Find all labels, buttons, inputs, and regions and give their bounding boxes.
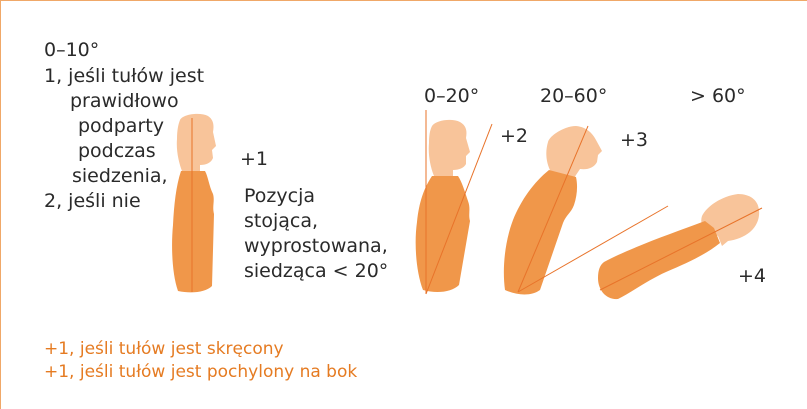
figure-1-torso (172, 171, 214, 292)
figure-upright (172, 114, 216, 292)
figure-deep-bend (598, 194, 762, 299)
figure-slight-bend (416, 110, 492, 294)
figure-2-torso (416, 176, 470, 292)
figure-4-trunk-line (600, 208, 762, 290)
figure-3-head (546, 126, 602, 178)
figure-2-head (429, 120, 470, 176)
figure-1-head (177, 114, 216, 171)
figure-3-torso (504, 170, 577, 295)
